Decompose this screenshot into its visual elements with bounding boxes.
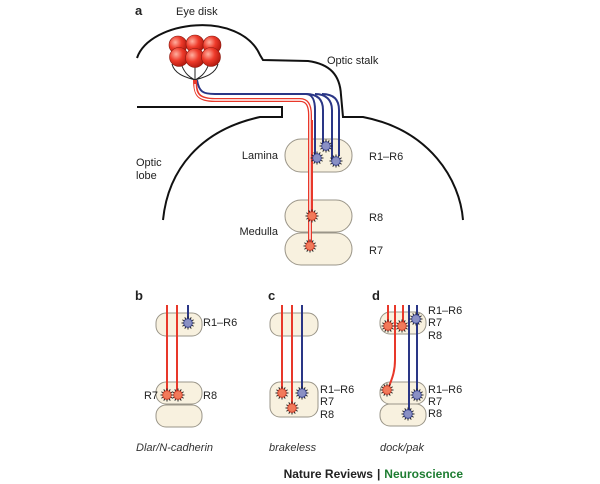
terminal-body [331,156,341,166]
r1-r6-terminal [409,312,423,326]
r1-r6-terminal [295,386,309,400]
medulla-r7-layer [379,403,427,427]
terminal-spikes [275,386,289,400]
terminal-body [297,388,307,398]
terminal-body [411,314,421,324]
terminal-body [277,388,287,398]
medulla-label: Medulla [239,226,278,238]
panel-b-caption: Dlar/N-cadherin [136,442,213,454]
top-label-r7: R7 [428,317,442,329]
terminal-spikes [401,407,415,421]
r1-r6-terminal [319,139,333,153]
r7-terminal [395,319,409,333]
terminal-spikes [310,151,324,165]
terminal-body [173,390,183,400]
r8-terminal [380,383,394,397]
terminal-spikes [381,319,395,333]
terminal-body [397,321,407,331]
ommatidia-fibers [171,63,219,81]
r1-r6-label: R1–R6 [369,151,403,163]
terminal-spikes [295,386,309,400]
terminal-spikes [395,319,409,333]
bottom-label-r8: R8 [428,408,442,420]
ommatidia-cluster [168,34,222,81]
terminal-spikes [303,239,317,253]
terminal-body [383,321,393,331]
lamina-neuropil [269,312,319,337]
top-label-r8: R8 [428,330,442,342]
r7-terminal [303,239,317,253]
terminal-spikes [181,316,195,330]
r1-r6-label: R1–R6 [320,384,354,396]
panel-c-caption: brakeless [269,442,317,454]
r8-terminal [285,401,299,415]
terminal-body [403,409,413,419]
lamina-label: Lamina [242,150,279,162]
medulla-r7-layer [155,404,203,428]
r1-r6-terminal [410,388,424,402]
r1-r6-terminal [310,151,324,165]
terminal-spikes [329,154,343,168]
eye-disk-label: Eye disk [176,6,218,18]
terminal-body [183,318,193,328]
r7-terminal [275,386,289,400]
terminal-body [305,241,315,251]
lamina-neuropil [155,312,203,337]
optic-stalk-label: Optic stalk [327,55,379,67]
bottom-label-r1-r6: R1–R6 [428,384,462,396]
medulla-r7-layer [284,232,353,266]
journal-name: Nature Reviews [284,467,374,481]
optic-lobe-label-2: lobe [136,170,157,182]
panel-a-letter: a [135,3,143,18]
terminal-spikes [285,401,299,415]
bottom-label-r7: R7 [428,396,442,408]
r7-label: R7 [320,396,334,408]
panel-d-letter: d [372,288,380,303]
panel-d: d R1–R6 R7 R8 R1–R6 R7 R8 dock/pak [372,288,462,454]
optic-lobe-outline [137,106,283,221]
terminal-spikes [319,139,333,153]
r7-r8-axon-bundle [193,79,313,246]
eye-disk-outline [136,24,464,221]
r8-terminal [305,209,319,223]
r1-r6-axon-bundle [196,79,340,160]
r1-r6-terminal [401,407,415,421]
r7-terminal [381,319,395,333]
r7-label: R7 [144,390,158,402]
terminal-spikes [409,312,423,326]
terminal-body [312,153,322,163]
terminal-body [162,390,172,400]
terminal-body [307,211,317,221]
terminal-spikes [171,388,185,402]
r1-r6-terminal [329,154,343,168]
r1-r6-terminal [181,316,195,330]
journal-credit: Nature Reviews| Neuroscience [284,467,464,481]
panel-b: b R1–R6 R7 R8 Dlar/N-cadherin [135,288,237,454]
terminal-body [321,141,331,151]
terminal-spikes [410,388,424,402]
terminal-spikes [380,383,394,397]
r8-label: R8 [203,390,217,402]
optic-lobe-label-1: Optic [136,157,162,169]
panel-d-caption: dock/pak [380,442,425,454]
top-label-r1-r6: R1–R6 [428,305,462,317]
terminal-body [382,385,392,395]
terminal-body [412,390,422,400]
panel-c-letter: c [268,288,275,303]
r1-r6-label: R1–R6 [203,317,237,329]
r7-label: R7 [369,245,383,257]
panel-a: a Eye disk Optic stalk Optic lobe [135,3,464,266]
terminal-body [287,403,297,413]
panel-c: c R1–R6 R7 R8 brakeless [268,288,354,454]
r8-terminal [171,388,185,402]
footer-separator: | [377,467,380,481]
r8-label: R8 [320,409,334,421]
ommatidium [201,47,221,67]
terminal-spikes [305,209,319,223]
journal-section: Neuroscience [384,467,463,481]
r8-label: R8 [369,212,383,224]
panel-b-letter: b [135,288,143,303]
